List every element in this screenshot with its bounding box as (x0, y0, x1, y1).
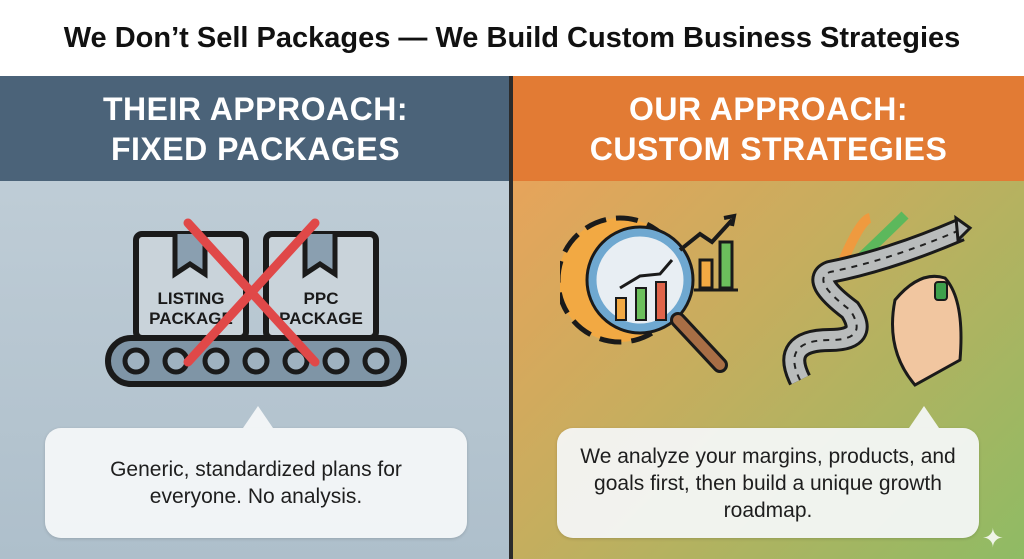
page-title: We Don’t Sell Packages — We Build Custom… (0, 0, 1024, 76)
red-cross-icon (183, 218, 320, 367)
their-approach-heading: THEIR APPROACH: FIXED PACKAGES (0, 76, 511, 181)
package-label: PACKAGE (279, 309, 363, 328)
strategy-illustration (560, 211, 973, 387)
hand-with-marker-icon (891, 274, 963, 387)
gear-magnifier-analytics-icon (560, 213, 738, 373)
our-approach-panel: OUR APPROACH: CUSTOM STRATEGIES We analy… (513, 76, 1024, 559)
conveyor-belt-icon (105, 335, 407, 387)
package-label: PPC (304, 289, 339, 308)
heading-line-1: OUR APPROACH: (628, 90, 909, 127)
package-label: PACKAGE (149, 309, 233, 328)
conveyor-packages-illustration: LISTING PACKAGE PPC PACKAGE (105, 218, 407, 387)
heading-line-2: CUSTOM STRATEGIES (589, 130, 948, 167)
heading-line-1: THEIR APPROACH: (103, 90, 408, 127)
our-approach-callout: We analyze your margins, products, and g… (557, 406, 979, 538)
panel-divider (509, 76, 514, 559)
heading-line-2: FIXED PACKAGES (110, 130, 401, 167)
package-box-icon: PPC PACKAGE (263, 231, 379, 341)
sparkle-icon: ✦ (982, 523, 1004, 553)
package-label: LISTING (157, 289, 224, 308)
their-approach-panel: THEIR APPROACH: FIXED PACKAGES LISTING P… (0, 76, 511, 559)
our-approach-heading: OUR APPROACH: CUSTOM STRATEGIES (513, 76, 1024, 181)
their-approach-callout: Generic, standardized plans for everyone… (45, 406, 467, 538)
winding-road-arrows-icon (782, 211, 973, 386)
